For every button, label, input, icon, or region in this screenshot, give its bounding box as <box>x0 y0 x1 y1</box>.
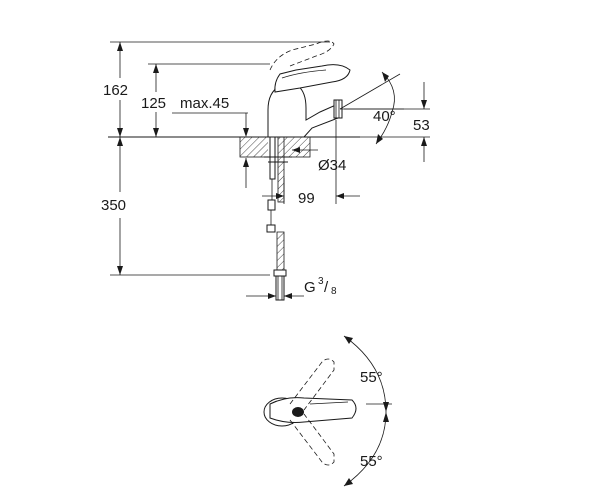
label-thread-g: G <box>304 279 316 296</box>
label-thread-den: 8 <box>331 286 337 297</box>
label-55-lower: 55° <box>360 453 383 470</box>
label-125: 125 <box>141 95 166 112</box>
dim-thread <box>246 293 304 299</box>
dim-spout-height <box>148 63 270 137</box>
label-55-upper: 55° <box>360 369 383 386</box>
dim-total-height <box>110 41 330 137</box>
shank-right <box>277 136 285 203</box>
side-view: 162 125 max.45 <box>101 40 430 301</box>
label-99: 99 <box>298 190 315 207</box>
label-53: 53 <box>413 117 430 134</box>
faucet-body <box>267 40 351 138</box>
dim-outlet-height <box>344 82 430 162</box>
shank-left <box>269 136 276 180</box>
plan-view: 55° 55° <box>263 335 392 487</box>
dim-reach <box>262 120 360 204</box>
label-thread-num: 3 <box>318 276 324 287</box>
label-162: 162 <box>103 82 128 99</box>
label-max45: max.45 <box>180 95 229 112</box>
dim-hose-length <box>110 137 270 276</box>
dim-rotation-angles <box>343 335 392 487</box>
label-350: 350 <box>101 197 126 214</box>
supply-hoses <box>266 179 287 301</box>
svg-text:/: / <box>324 279 329 296</box>
label-40deg: 40° <box>373 108 396 125</box>
lever-top <box>263 358 357 466</box>
label-dia34: Ø34 <box>318 157 346 174</box>
dim-hole-diameter <box>292 147 318 153</box>
